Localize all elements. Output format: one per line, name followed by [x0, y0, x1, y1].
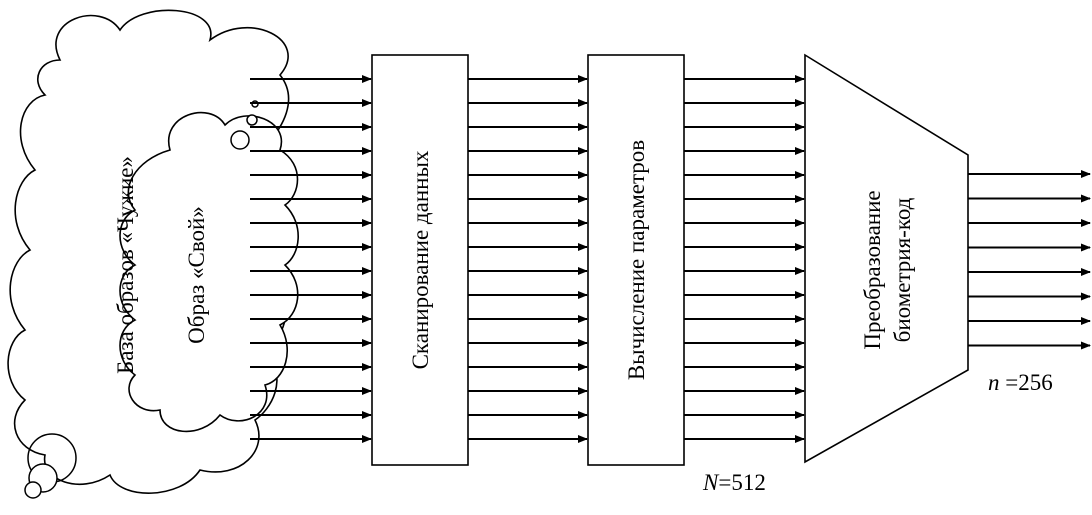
- thought-bubble-medium: [246, 114, 258, 126]
- scan-data-label: Сканирование данных: [408, 150, 433, 369]
- output-count-var: n: [988, 370, 1000, 395]
- compute-params-block: [587, 54, 685, 466]
- outer-cloud-label: База образов «Чужие»: [113, 156, 138, 374]
- inner-cloud: [119, 111, 299, 433]
- output-count-value: =256: [1000, 370, 1053, 395]
- biometry-to-code-label-line2: биометрия-код: [890, 197, 915, 342]
- input-count-label: N=512: [702, 470, 766, 495]
- input-count-value: =512: [718, 470, 765, 495]
- output-count-label: n =256: [988, 370, 1053, 395]
- input-arrows: [250, 75, 372, 443]
- compute-params-label: Вычисление параметров: [624, 140, 649, 380]
- scan-data-block: [371, 54, 469, 466]
- inner-cloud-label: Образ «Свой»: [184, 206, 209, 344]
- block2-output-arrows: [684, 75, 805, 443]
- outer-bubble-small: [24, 481, 42, 499]
- input-count-var: N: [702, 470, 720, 495]
- biometry-to-code-block: [804, 53, 969, 464]
- output-arrows: [968, 170, 1091, 350]
- thought-bubble-large: [230, 130, 250, 150]
- block1-output-arrows: [468, 75, 588, 443]
- biometry-to-code-label-line1: Преобразование: [860, 190, 885, 349]
